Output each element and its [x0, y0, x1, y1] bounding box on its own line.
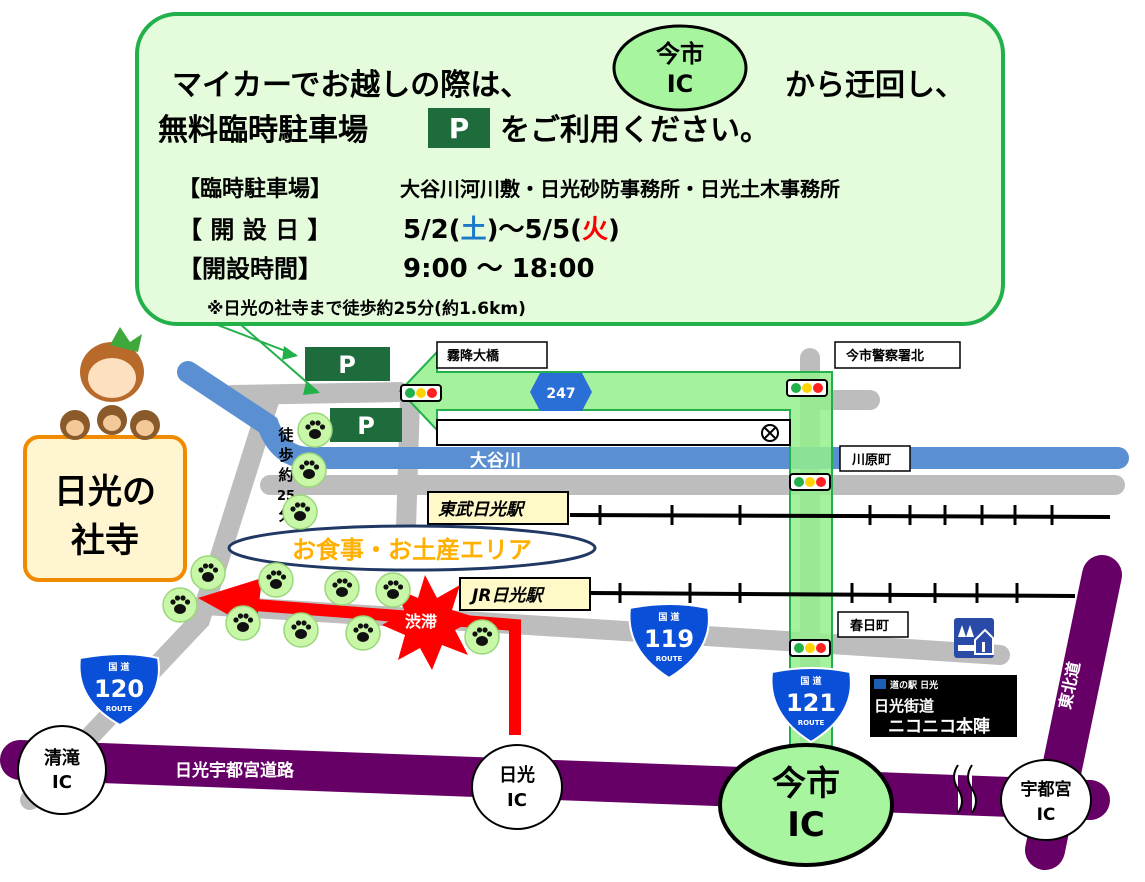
svg-text:P: P	[338, 351, 356, 379]
dates-label: 【 開 設 日 】	[178, 216, 331, 244]
svg-text:社寺: 社寺	[71, 521, 139, 561]
svg-text:約: 約	[278, 466, 293, 484]
svg-text:ROUTE: ROUTE	[656, 655, 683, 663]
label-bridge: 霧降大橋	[436, 341, 548, 369]
info-callout: マイカーでお越しの際は、 今市 IC から迂回し、 無料臨時駐車場 P をご利用…	[135, 12, 1005, 395]
traffic-signal	[400, 384, 442, 402]
ic-nikko: 日光 IC	[471, 744, 563, 830]
railway-jr	[589, 583, 1076, 603]
svg-text:P: P	[357, 412, 375, 440]
ic-utsunomiya: 宇都宮 IC	[1000, 759, 1092, 841]
break-mark	[953, 764, 977, 814]
nikko-shrines-box: 日光の 社寺	[23, 435, 187, 582]
svg-text:今市: 今市	[772, 764, 840, 804]
walk-note: ※日光の社寺まで徒歩約25分(約1.6km)	[207, 298, 526, 319]
traffic-signal	[789, 473, 831, 491]
callout-line2: 無料臨時駐車場	[158, 113, 368, 148]
michinoeki-nikko-logo: 道の駅 日光 日光街道 ニコニコ本陣	[870, 675, 1017, 737]
svg-text:霧降大橋: 霧降大橋	[446, 348, 500, 364]
svg-text:宇都宮: 宇都宮	[1021, 779, 1072, 800]
svg-text:IC: IC	[667, 70, 694, 98]
congestion-route	[254, 599, 521, 735]
svg-text:国 道: 国 道	[108, 661, 129, 673]
svg-text:ニコニコ本陣: ニコニコ本陣	[888, 716, 990, 737]
route-121-shield: 国 道 121 ROUTE	[770, 667, 852, 744]
ic-imaichi: 今市 IC	[718, 743, 894, 867]
svg-text:道の駅 日光: 道の駅 日光	[890, 679, 938, 691]
svg-text:IC: IC	[1037, 805, 1056, 825]
svg-text:P: P	[449, 112, 470, 145]
dates-value: 5/2(土)〜5/5(火)	[403, 215, 620, 245]
callout-line1: マイカーでお越しの際は、	[172, 68, 530, 103]
svg-text:IC: IC	[787, 805, 825, 845]
label-kasugacho: 春日町	[837, 611, 909, 638]
food-area: お食事・お土産エリア	[227, 524, 597, 572]
svg-text:春日町: 春日町	[849, 618, 889, 634]
svg-text:IC: IC	[52, 772, 72, 793]
svg-text:日光街道: 日光街道	[874, 697, 934, 715]
label-kawaramachi: 川原町	[839, 445, 911, 472]
station-tobu-nikko: 東武日光駅	[427, 491, 569, 525]
parking-badge: P	[428, 108, 490, 148]
svg-text:今市: 今市	[656, 40, 704, 68]
traffic-signal	[789, 639, 831, 657]
parking-label: 【臨時駐車場】	[178, 176, 332, 202]
svg-text:東武日光駅: 東武日光駅	[438, 500, 526, 520]
svg-text:国 道: 国 道	[658, 611, 679, 623]
congestion-label: 渋滞	[405, 612, 437, 631]
svg-text:歩: 歩	[278, 446, 293, 464]
mascot-illustration	[60, 327, 160, 440]
svg-text:JR日光駅: JR日光駅	[469, 586, 545, 606]
route-119-shield: 国 道 119 ROUTE	[628, 603, 710, 680]
hours-label: 【開設時間】	[178, 255, 322, 283]
station-jr-nikko: JR日光駅	[459, 577, 591, 611]
no-entry-icon	[761, 424, 779, 442]
traffic-signal	[786, 379, 828, 397]
svg-text:お食事・お土産エリア: お食事・お土産エリア	[292, 536, 532, 564]
svg-text:日光: 日光	[499, 764, 535, 786]
svg-text:日光の: 日光の	[54, 472, 156, 512]
svg-text:247: 247	[546, 386, 575, 402]
parking-locations: 大谷川河川敷・日光砂防事務所・日光土木事務所	[400, 177, 840, 201]
svg-text:清滝: 清滝	[44, 747, 80, 769]
river-label: 大谷川	[470, 450, 521, 471]
parking-sign-2: P	[330, 408, 402, 442]
closed-road	[436, 419, 791, 446]
svg-text:ROUTE: ROUTE	[798, 719, 825, 727]
svg-text:120: 120	[94, 675, 144, 703]
label-police: 今市警察署北	[834, 341, 961, 369]
parking-sign-1: P	[305, 347, 390, 381]
ic-kiyotaki: 清滝 IC	[17, 725, 107, 815]
expressway-label: 日光宇都宮道路	[175, 760, 295, 781]
svg-text:川原町: 川原町	[851, 453, 891, 468]
callout-line1-end: から迂回し、	[785, 68, 965, 103]
hours-value: 9:00 〜 18:00	[403, 254, 595, 284]
route-120-shield: 国 道 120 ROUTE	[78, 653, 160, 727]
svg-text:ROUTE: ROUTE	[106, 705, 133, 713]
route-247-sign: 247	[530, 373, 592, 411]
svg-text:国 道: 国 道	[800, 675, 821, 687]
svg-text:119: 119	[644, 625, 694, 653]
railway-tobu	[569, 505, 1111, 525]
svg-text:徒: 徒	[277, 426, 294, 444]
svg-text:IC: IC	[507, 790, 527, 811]
svg-text:121: 121	[786, 689, 836, 717]
rest-area-info-icon	[954, 618, 994, 658]
ic-imaichi-badge: 今市 IC	[612, 24, 748, 112]
svg-text:今市警察署北: 今市警察署北	[845, 348, 924, 364]
callout-line2-end: をご利用ください。	[500, 113, 770, 148]
road-north	[222, 382, 410, 405]
